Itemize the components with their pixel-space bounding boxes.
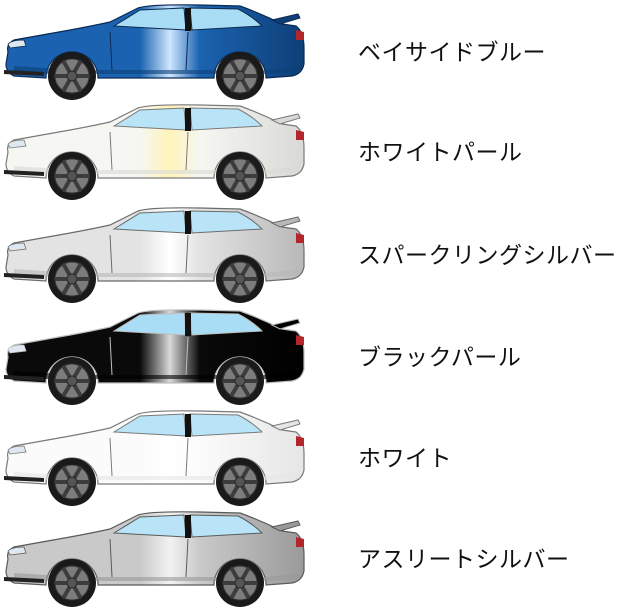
car-image-0 [4, 4, 305, 100]
color-row-5: アスリートシルバー [0, 507, 619, 607]
car-image-2 [4, 207, 305, 303]
color-label-1: ホワイトパール [358, 140, 523, 166]
color-label-4: ホワイト [358, 446, 452, 472]
color-label-0: ベイサイドブルー [358, 40, 546, 66]
color-label-5: アスリートシルバー [358, 547, 570, 573]
color-row-2: スパークリングシルバー [0, 203, 619, 303]
color-label-2: スパークリングシルバー [358, 243, 617, 269]
color-label-3: ブラックパール [358, 345, 522, 371]
car-image-1 [4, 104, 305, 200]
color-row-3: ブラックパール [0, 305, 619, 405]
color-row-4: ホワイト [0, 406, 619, 506]
car-image-4 [4, 410, 305, 506]
color-row-1: ホワイトパール [0, 100, 619, 200]
car-image-3 [4, 309, 305, 405]
color-row-0: ベイサイドブルー [0, 0, 619, 100]
car-image-5 [4, 511, 305, 607]
